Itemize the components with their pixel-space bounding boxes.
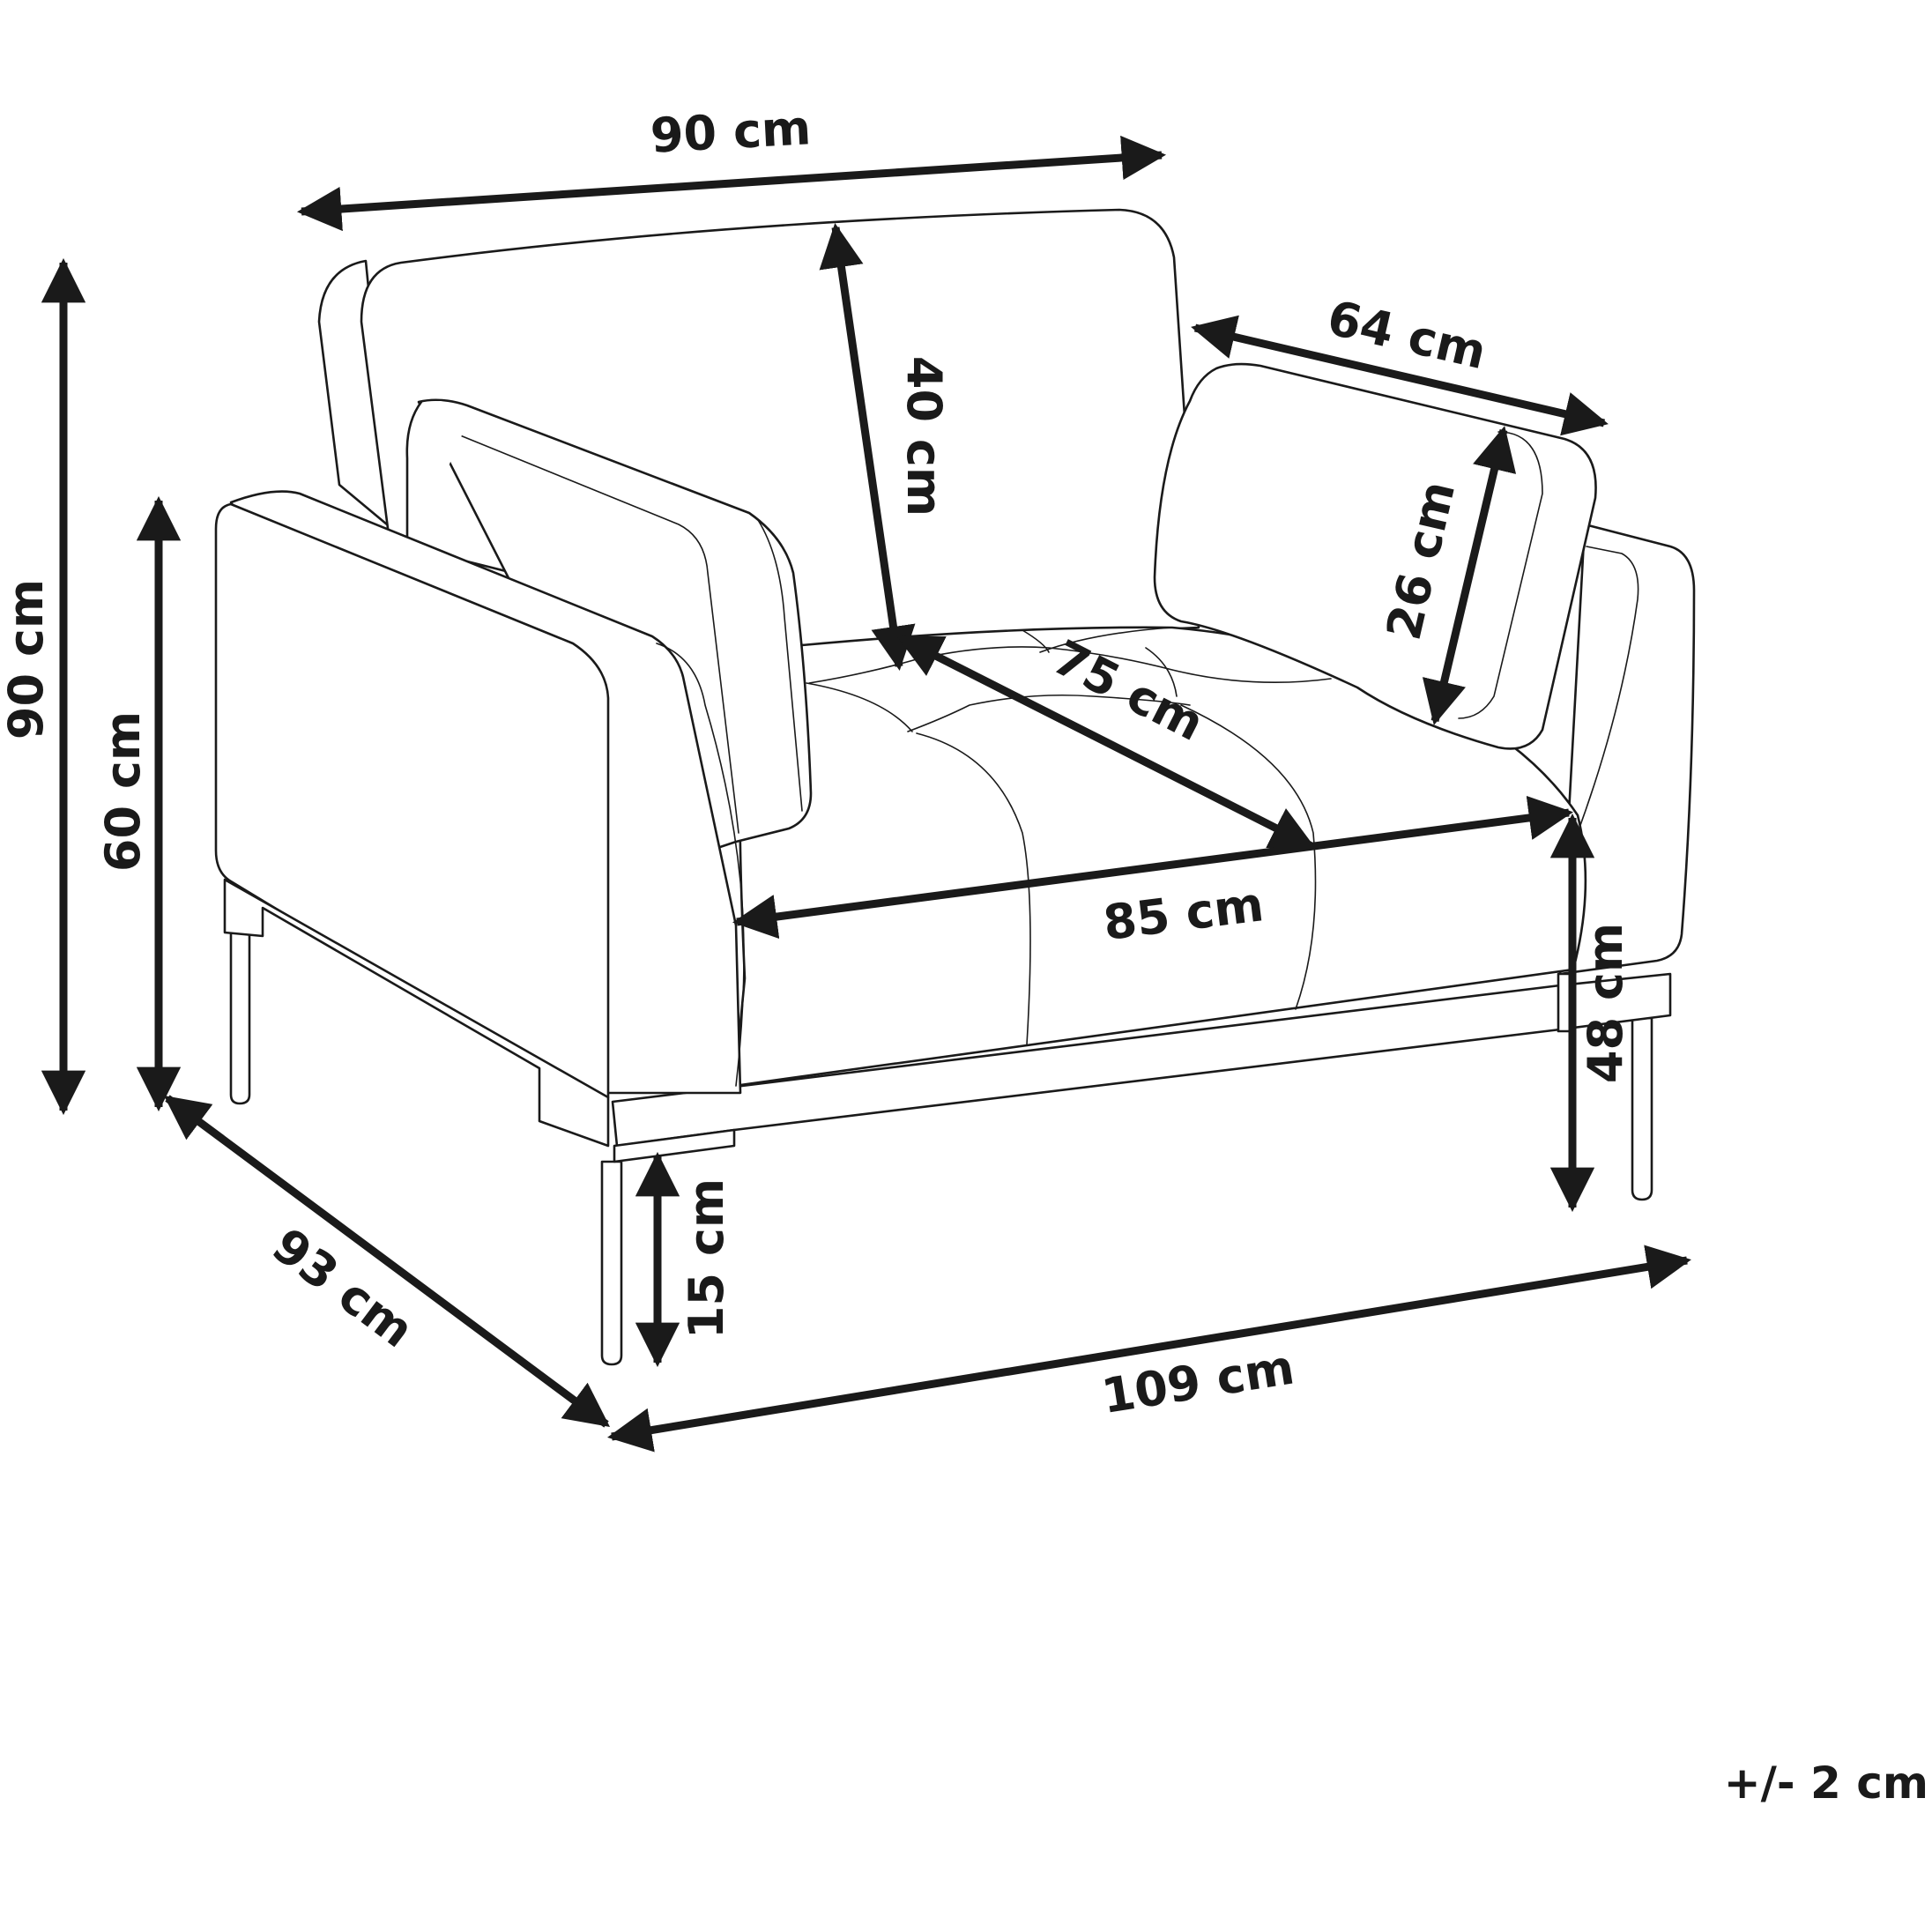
front-left-leg [600, 1160, 623, 1366]
backrest-left-frame [317, 259, 394, 531]
label-armrest-height: 60 cm [95, 711, 151, 872]
left-pillow-inner [757, 519, 803, 812]
dim-line-overall-depth [163, 1095, 611, 1428]
label-seat-height: 48 cm [1578, 923, 1633, 1083]
left-pillow-top [420, 419, 739, 834]
tolerance-note: +/- 2 cm [1724, 1757, 1928, 1809]
back-left-leg [229, 919, 251, 1105]
label-leg-height: 15 cm [679, 1178, 734, 1339]
dim-line-total-width [607, 1245, 1691, 1453]
dim-line-pillow-height [1422, 426, 1517, 725]
dim-line-seat-width [732, 795, 1573, 940]
dim-line-backrest-height [819, 223, 916, 671]
dim-line-armrest-depth [1191, 315, 1609, 436]
dim-line-overall-width [296, 135, 1167, 232]
label-overall-height: 90 cm [0, 579, 54, 739]
left-pillow-seam [410, 401, 472, 546]
right-armrest-inner [1575, 546, 1639, 838]
label-overall-depth: 93 cm [262, 1217, 423, 1358]
label-overall-width: 90 cm [649, 100, 812, 163]
label-backrest-height: 40 cm [896, 356, 952, 516]
back-right-leg [1631, 1016, 1653, 1201]
dimension-lines [41, 135, 1691, 1453]
armchair-drawing [214, 208, 1696, 1366]
